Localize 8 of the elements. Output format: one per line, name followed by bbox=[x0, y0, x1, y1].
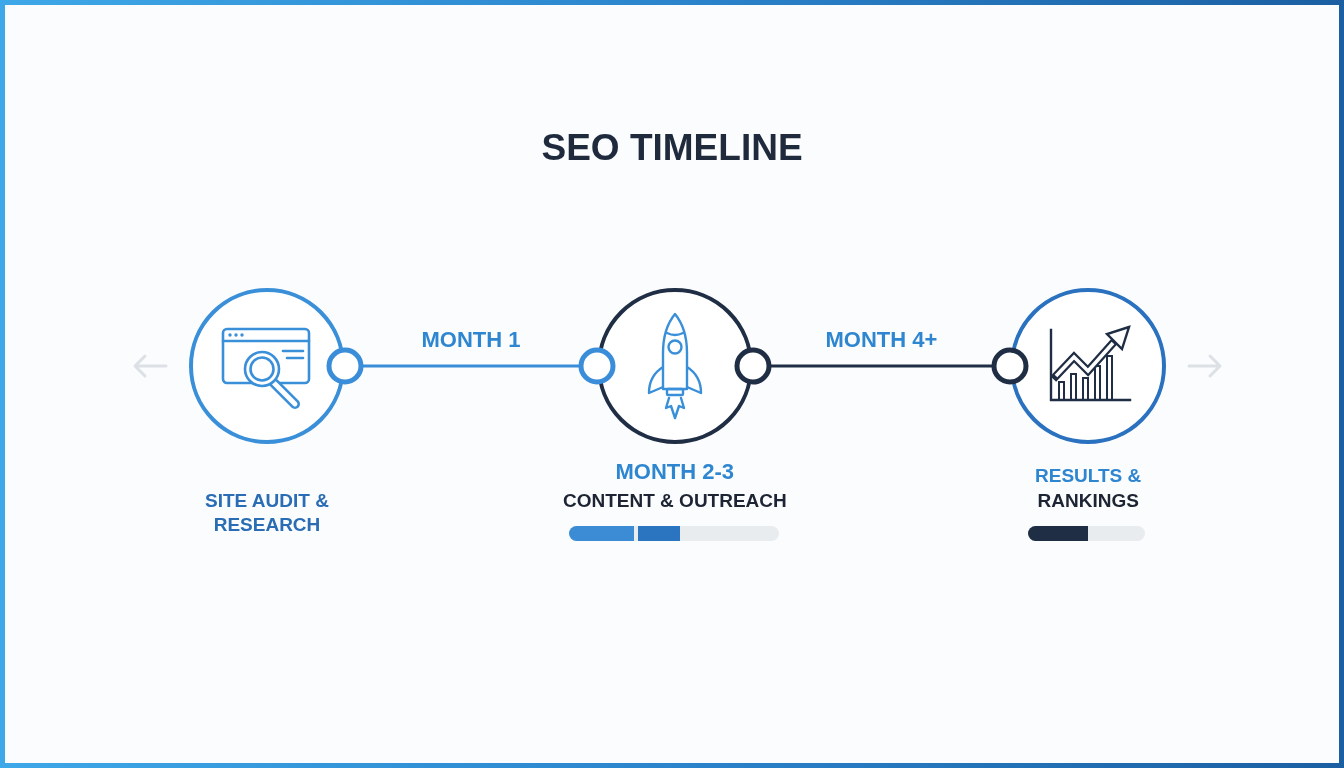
stage-caption: SITE AUDIT & RESEARCH bbox=[204, 489, 330, 537]
stage-caption: CONTENT & OUTREACH bbox=[563, 489, 787, 513]
connector-line bbox=[326, 347, 616, 385]
diagram-title: SEO TIMELINE bbox=[541, 126, 803, 170]
period-label: MONTH 2-3 bbox=[615, 459, 735, 485]
connector-line bbox=[734, 347, 1029, 385]
stage-caption: RANKINGS bbox=[1037, 489, 1139, 513]
stage-caption: RESULTS & bbox=[1035, 464, 1142, 488]
